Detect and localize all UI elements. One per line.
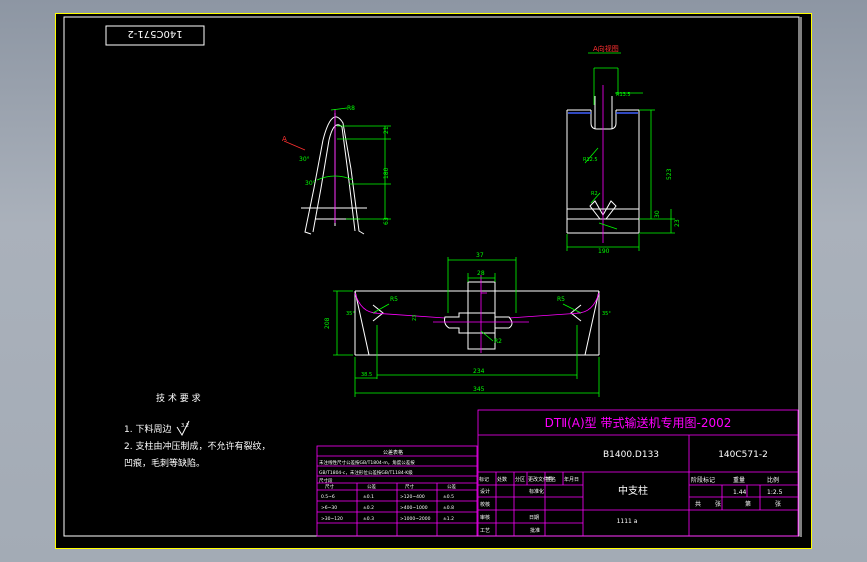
dim-30a: 30°	[299, 156, 310, 163]
section-label: A向视图	[593, 44, 619, 53]
tb-sheet-of: 张	[715, 500, 721, 508]
tol-r1c3: ±0.8	[443, 505, 454, 511]
dim-21: 21	[383, 126, 390, 134]
plan-38: 38.5	[361, 372, 372, 378]
dim-180: 180	[383, 167, 390, 179]
tech-mark: 3.2	[181, 423, 189, 429]
tol-r1c0: >6~30	[321, 505, 337, 511]
svg-text:A: A	[282, 135, 287, 143]
plan-view: 37 28 R5 R5 35° 35° 23 R2 208 38.5 234 3…	[324, 252, 611, 397]
dim-30b: 30°	[305, 180, 316, 187]
tol-col-2: 尺寸	[405, 483, 414, 490]
tol-r1c2: >400~1000	[400, 505, 428, 511]
plan-23: 23	[412, 315, 418, 321]
tb-sheet-page: 张	[775, 500, 781, 508]
tol-r0c2: >120~400	[400, 494, 425, 500]
tb-scale-label: 比例	[767, 476, 779, 484]
tb-row-3: 更改文件号	[528, 476, 553, 483]
tol-note-1: 未注线性尺寸公差按GB/T1804-m，角度公差按	[319, 459, 415, 466]
tol-r2c0: >30~120	[321, 516, 343, 522]
plan-37: 37	[476, 252, 484, 259]
sec-523: 523	[666, 168, 673, 180]
tb-weight-label: 重量	[733, 476, 745, 484]
tb-row-4: 签名	[546, 476, 556, 483]
tb-left-3: 工艺	[480, 528, 490, 534]
drawing-canvas: 140C571-2 A R8 21 30° 180 30° 63 A向视图 R1…	[55, 13, 812, 549]
tb-row-1: 处数	[497, 476, 507, 483]
tb-left-2: 审核	[480, 514, 490, 521]
tolerance-table: 公差表格 未注线性尺寸公差按GB/T1804-m，角度公差按 GB/T1804-…	[316, 445, 478, 537]
dim-r8: R8	[347, 105, 355, 112]
tech-line-2: 2. 支柱由冲压制成，不允许有裂纹，	[124, 440, 270, 452]
tol-r0c1: ±0.1	[363, 494, 374, 500]
tb-sheet-label: 共	[695, 500, 701, 508]
tech-line-1: 1. 下料周边	[124, 423, 171, 435]
tol-r0c0: 0.5~6	[321, 494, 335, 500]
sec-r135: R13.5	[616, 92, 631, 98]
tol-col-3: 公差	[447, 483, 456, 490]
plan-r5a: R5	[390, 296, 398, 303]
tb-scale: 1:2.5	[767, 489, 783, 496]
side-view: A R8 21 30° 180 30° 63	[282, 105, 391, 235]
tech-requirements: 技 术 要 求 1. 下料周边 3.2 2. 支柱由冲压制成，不允许有裂纹， 凹…	[124, 392, 270, 469]
tol-note-2: GB/T1804-c，未注形位公差按GB/T1184-K级	[319, 469, 413, 476]
tol-header: 尺寸段	[319, 477, 333, 484]
plan-28: 28	[477, 270, 485, 277]
tol-title: 公差表格	[383, 449, 403, 456]
sec-190: 190	[598, 248, 610, 255]
tol-r1c1: ±0.2	[363, 505, 374, 511]
sec-30: 30	[654, 210, 661, 218]
tb-left-1: 校核	[480, 501, 490, 508]
tol-r2c3: ±1.2	[443, 516, 454, 522]
tb-weight: 1.44	[733, 489, 747, 496]
tb-stage-label: 阶段标记	[691, 476, 715, 484]
section-view: A向视图 R13.5 R12.5 R2 523 30	[566, 44, 681, 255]
title-main: DTⅡ(A)型 带式输送机专用图-2002	[545, 415, 732, 430]
title-part-name: 中支柱	[618, 484, 648, 497]
sec-r125: R12.5	[583, 157, 598, 163]
title-material: 1111 a	[617, 518, 638, 525]
code-box	[105, 25, 205, 46]
plan-345: 345	[473, 386, 485, 393]
tb-left2-3: 日期	[529, 515, 539, 521]
tb-row-5: 年月日	[564, 476, 579, 483]
sec-23: 23	[674, 219, 681, 227]
tol-col-1: 公差	[367, 483, 376, 490]
title-block: DTⅡ(A)型 带式输送机专用图-2002 B1400.D133 140C571…	[477, 409, 799, 537]
dim-63: 63	[383, 217, 390, 225]
tb-row-2: 分区	[515, 476, 525, 483]
plan-ang-r: 35°	[602, 311, 611, 317]
tol-col-0: 尺寸	[325, 483, 334, 490]
tech-title: 技 术 要 求	[156, 392, 201, 404]
title-drawing-no: 140C571-2	[718, 450, 768, 460]
code-box-text: 140C571-2	[127, 28, 182, 39]
tb-row-0: 标记	[479, 476, 489, 483]
tb-left-5: 批准	[530, 527, 540, 534]
plan-r2: R2	[494, 338, 502, 345]
tol-r2c1: ±0.3	[363, 516, 374, 522]
plan-ang-l: 35°	[346, 311, 355, 317]
plan-h: 208	[324, 317, 331, 329]
tech-line-3: 凹痕，毛刺等缺陷。	[124, 457, 205, 469]
tol-r0c3: ±0.5	[443, 494, 454, 500]
tb-left2-0: 标准化	[529, 488, 544, 495]
plan-r5b: R5	[557, 296, 565, 303]
sec-r2: R2	[591, 191, 598, 197]
tb-left-0: 设计	[480, 488, 490, 495]
plan-234: 234	[473, 368, 485, 375]
outer-frame	[55, 13, 812, 549]
cad-viewport[interactable]: 140C571-2 A R8 21 30° 180 30° 63 A向视图 R1…	[55, 13, 812, 549]
title-model: B1400.D133	[603, 450, 659, 460]
tol-r2c2: >1000~2000	[400, 516, 431, 522]
tb-sheet-no: 第	[745, 500, 751, 508]
